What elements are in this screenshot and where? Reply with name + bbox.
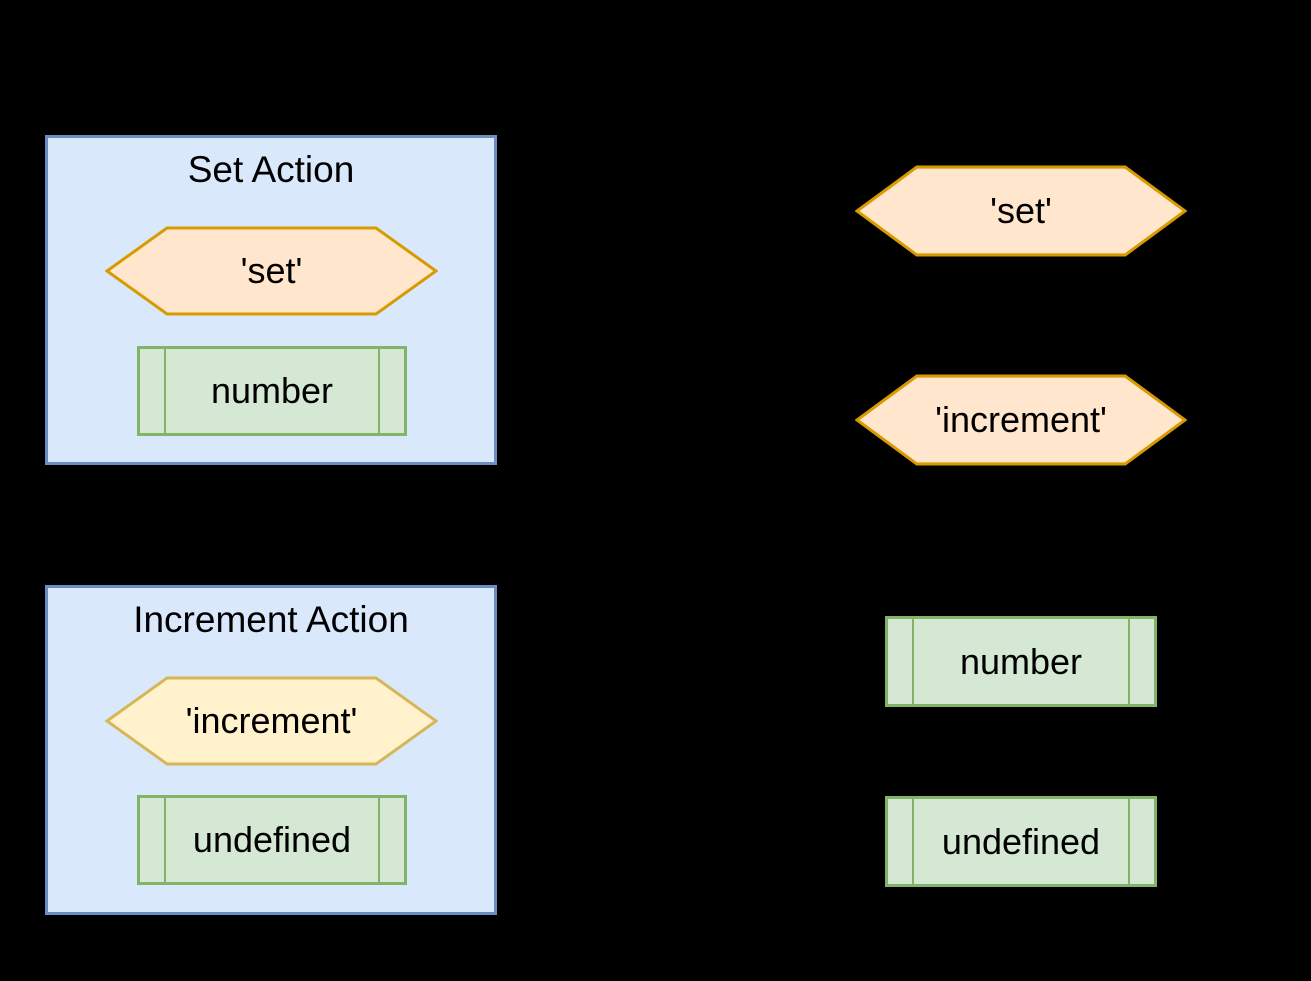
hexagon-shape [105, 226, 438, 316]
payload-label: number [210, 370, 334, 411]
process-inner-line-right [1128, 619, 1130, 704]
group-title-increment-action: Increment Action [133, 599, 409, 640]
process-inner-line-right [378, 798, 380, 882]
hexagon-shape [105, 676, 438, 766]
hexagon-shape [855, 374, 1187, 466]
standalone-process-number: number [885, 616, 1157, 707]
process-inner-line-left [912, 619, 914, 704]
set-action-group: Set Action 'set' number [45, 135, 497, 465]
process-inner-line-right [1128, 799, 1130, 884]
group-title-set-action: Set Action [187, 149, 355, 190]
payload-label: undefined [192, 819, 352, 860]
payload-label: number [959, 640, 1083, 682]
action-type-label: 'increment' [935, 399, 1107, 440]
action-type-label: 'increment' [185, 700, 358, 741]
process-inner-line-left [912, 799, 914, 884]
action-type-label: 'set' [990, 190, 1052, 231]
process-inner-line-left [164, 349, 166, 433]
action-type-hexagon-increment: 'increment' [105, 676, 438, 766]
standalone-hexagon-increment: 'increment' [855, 374, 1187, 466]
standalone-process-undefined: undefined [885, 796, 1157, 887]
process-inner-line-right [378, 349, 380, 433]
increment-action-group: Increment Action 'increment' undefined [45, 585, 497, 915]
hexagon-shape [855, 165, 1187, 257]
standalone-hexagon-set: 'set' [855, 165, 1187, 257]
payload-process-undefined: undefined [137, 795, 407, 885]
payload-label: undefined [941, 820, 1101, 862]
payload-process-number: number [137, 346, 407, 436]
process-inner-line-left [164, 798, 166, 882]
action-type-label: 'set' [240, 250, 303, 291]
action-type-hexagon-set: 'set' [105, 226, 438, 316]
